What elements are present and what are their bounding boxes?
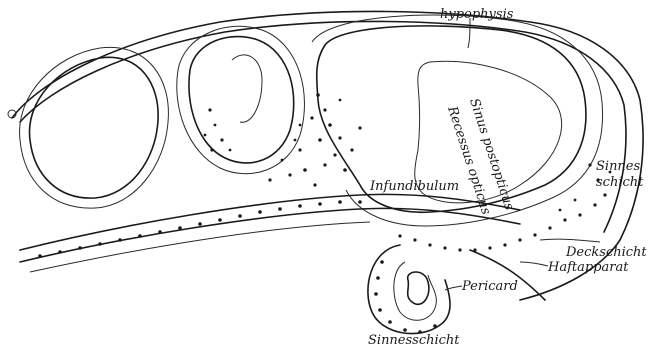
cell-dots-floor bbox=[38, 200, 362, 258]
label-hypophysis: hypophysis bbox=[440, 7, 514, 22]
label-sinnes: Sinnes bbox=[596, 159, 641, 174]
middle-oval-cavity-ring bbox=[177, 26, 305, 173]
leader-haftapparat bbox=[520, 262, 548, 266]
cell-dots-middle bbox=[268, 93, 361, 186]
floor-band-lower bbox=[20, 208, 520, 262]
floor-band-upper bbox=[20, 194, 520, 250]
pericard-outer bbox=[368, 245, 450, 334]
label-sinnesschicht-right: Sinnes schicht bbox=[596, 159, 644, 190]
middle-cavity-inner-fold bbox=[232, 55, 262, 122]
leader-hypophysis bbox=[468, 18, 470, 48]
label-pericard: Pericard bbox=[461, 279, 518, 294]
heart-body bbox=[408, 272, 429, 304]
label-haftapparat: Haftapparat bbox=[547, 260, 629, 275]
label-deckschicht: Deckschicht bbox=[565, 245, 647, 260]
left-oval-cavity bbox=[30, 57, 159, 198]
pericard-inner bbox=[394, 262, 437, 320]
leader-deckschicht bbox=[540, 239, 600, 242]
label-infundibulum: Infundibulum bbox=[369, 179, 459, 194]
label-sinnesschicht-bottom: Sinnesschicht bbox=[368, 333, 460, 348]
label-schicht: schicht bbox=[596, 175, 644, 190]
middle-oval-cavity bbox=[189, 37, 294, 163]
